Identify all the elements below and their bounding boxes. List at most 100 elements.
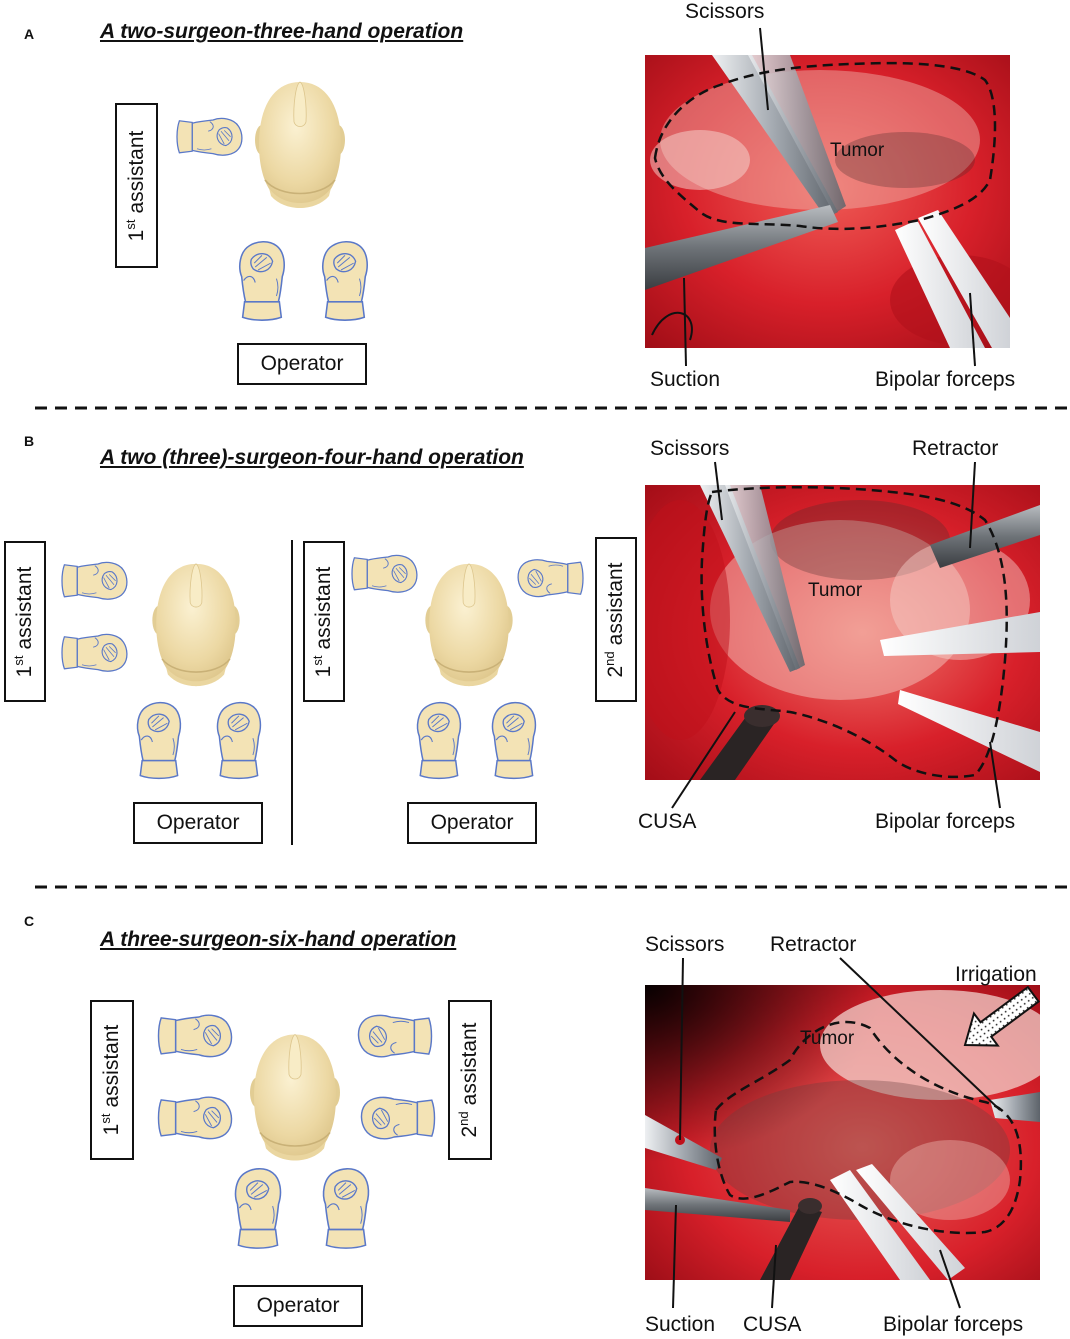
operator-hand-illustration bbox=[216, 701, 262, 780]
panel-letter-c: C bbox=[24, 913, 35, 929]
head-illustration bbox=[255, 81, 345, 209]
first-assistant-box: 1st assistant bbox=[115, 103, 158, 268]
suture-thread bbox=[651, 311, 693, 341]
tissue-patch bbox=[770, 500, 950, 580]
cusa-pointer bbox=[771, 1244, 777, 1309]
head-illustration bbox=[250, 1033, 340, 1162]
tissue-patch bbox=[835, 132, 975, 188]
role-word: assistant bbox=[13, 566, 36, 650]
assistant-hand-illustration bbox=[157, 1096, 233, 1140]
cusa-tip bbox=[798, 1198, 822, 1214]
scissors-pointer bbox=[679, 957, 684, 1141]
suction-pointer bbox=[672, 1204, 677, 1309]
retractor-label: Retractor bbox=[912, 437, 999, 460]
bipolar-forceps-instrument bbox=[830, 1170, 930, 1280]
scissors-label: Scissors bbox=[650, 437, 730, 460]
first-assistant-label: 1st assistant bbox=[310, 566, 336, 677]
bipolar-forceps-pointer bbox=[969, 292, 976, 367]
role-word: assistant bbox=[124, 130, 148, 214]
bipolar-forceps-instrument bbox=[895, 220, 985, 348]
cusa-label: CUSA bbox=[638, 810, 697, 833]
tumor-outline bbox=[700, 485, 1008, 779]
tumor-label: Tumor bbox=[808, 580, 863, 601]
ordinal-number: 1 bbox=[312, 665, 335, 677]
ordinal-suffix: st bbox=[310, 655, 325, 666]
cusa-instrument bbox=[700, 714, 774, 780]
irrigation-arrow-shape bbox=[963, 985, 1041, 1047]
tumor-label: Tumor bbox=[830, 140, 885, 161]
scissors-label: Scissors bbox=[645, 933, 725, 956]
first-assistant-box: 1st assistant bbox=[90, 1000, 134, 1160]
first-assistant-label: 1st assistant bbox=[11, 566, 37, 677]
tumor-label: Tumor bbox=[800, 1028, 855, 1049]
ordinal-number: 1 bbox=[13, 665, 36, 677]
operator-hand-illustration bbox=[416, 701, 462, 780]
tissue-patch bbox=[650, 130, 750, 190]
role-word: assistant bbox=[458, 1022, 481, 1106]
role-word: assistant bbox=[100, 1024, 123, 1108]
scissors-pointer bbox=[759, 27, 769, 111]
second-assistant-label: 2nd assistant bbox=[456, 1022, 482, 1138]
first-assistant-box: 1st assistant bbox=[4, 541, 46, 702]
operator-box: Operator bbox=[133, 802, 263, 844]
operator-hand-illustration bbox=[136, 701, 182, 780]
assistant-hand-illustration bbox=[157, 1014, 233, 1058]
retractor-pointer bbox=[969, 461, 976, 549]
bipolar-forceps-label: Bipolar forceps bbox=[883, 1313, 1024, 1336]
operator-hand-illustration bbox=[234, 1167, 282, 1249]
operator-box: Operator bbox=[233, 1285, 363, 1327]
irrigation-label: Irrigation bbox=[955, 963, 1037, 986]
ordinal-suffix: nd bbox=[602, 650, 617, 666]
bipolar-forceps-label: Bipolar forceps bbox=[875, 368, 1016, 391]
scissors-instrument bbox=[748, 55, 846, 214]
suction-instrument bbox=[645, 1188, 790, 1222]
cusa-label: CUSA bbox=[743, 1313, 802, 1336]
assistant-hand-illustration bbox=[176, 117, 243, 156]
tissue-patch bbox=[890, 1140, 1010, 1220]
ordinal-suffix: st bbox=[122, 219, 138, 230]
first-assistant-box: 1st assistant bbox=[303, 541, 345, 702]
schematic-b-left bbox=[61, 561, 262, 780]
second-assistant-box: 2ndassistant bbox=[595, 537, 637, 702]
ordinal-suffix: st bbox=[11, 655, 26, 666]
role-word: assistant bbox=[312, 566, 335, 650]
scissors-label: Scissors bbox=[685, 0, 765, 23]
blood-pool bbox=[645, 500, 730, 740]
ordinal-number: 1 bbox=[124, 229, 148, 241]
bipolar-forceps-instrument bbox=[918, 210, 1010, 348]
operator-hand-illustration bbox=[491, 701, 537, 780]
surgical-photo-a bbox=[645, 55, 1010, 348]
panel-c-title: A three-surgeon-six-hand operation bbox=[100, 928, 457, 951]
irrigation-arrow bbox=[963, 985, 1041, 1047]
bipolar-forceps-instrument bbox=[898, 690, 1040, 772]
suction-pointer bbox=[683, 277, 687, 367]
assistant-hand-illustration bbox=[61, 633, 128, 672]
second-assistant-hand-illustration bbox=[357, 1014, 433, 1058]
irrigated-tissue bbox=[820, 990, 1040, 1100]
surgical-photo-b bbox=[645, 485, 1040, 780]
second-assistant-hand-illustration bbox=[360, 1096, 436, 1140]
suction-label: Suction bbox=[645, 1313, 716, 1336]
cusa-pointer bbox=[671, 711, 736, 809]
bipolar-forceps-label: Bipolar forceps bbox=[875, 810, 1016, 833]
first-assistant-label: 1st assistant bbox=[122, 130, 149, 241]
second-assistant-box: 2nd assistant bbox=[448, 1000, 492, 1160]
scissors-instrument bbox=[725, 485, 805, 670]
retractor-instrument bbox=[930, 505, 1040, 568]
operator-box: Operator bbox=[407, 802, 537, 844]
retractor-instrument bbox=[990, 1092, 1040, 1122]
retractor-label: Retractor bbox=[770, 933, 857, 956]
ordinal-number: 1 bbox=[100, 1123, 123, 1136]
ordinal-suffix: nd bbox=[456, 1111, 471, 1126]
ordinal-suffix: st bbox=[98, 1113, 113, 1124]
tumor-outline bbox=[713, 1020, 1023, 1235]
ordinal-number: 2 bbox=[458, 1125, 481, 1138]
bipolar-forceps-instrument bbox=[856, 1164, 965, 1280]
scissors-pointer bbox=[714, 461, 723, 521]
panel-a-title: A two-surgeon-three-hand operation bbox=[100, 20, 464, 43]
schematic-c bbox=[157, 1014, 436, 1249]
bipolar-forceps-pointer bbox=[939, 1249, 961, 1309]
suction-label: Suction bbox=[650, 368, 721, 391]
ordinal-number: 2 bbox=[604, 665, 627, 678]
schematic-a bbox=[176, 81, 368, 321]
